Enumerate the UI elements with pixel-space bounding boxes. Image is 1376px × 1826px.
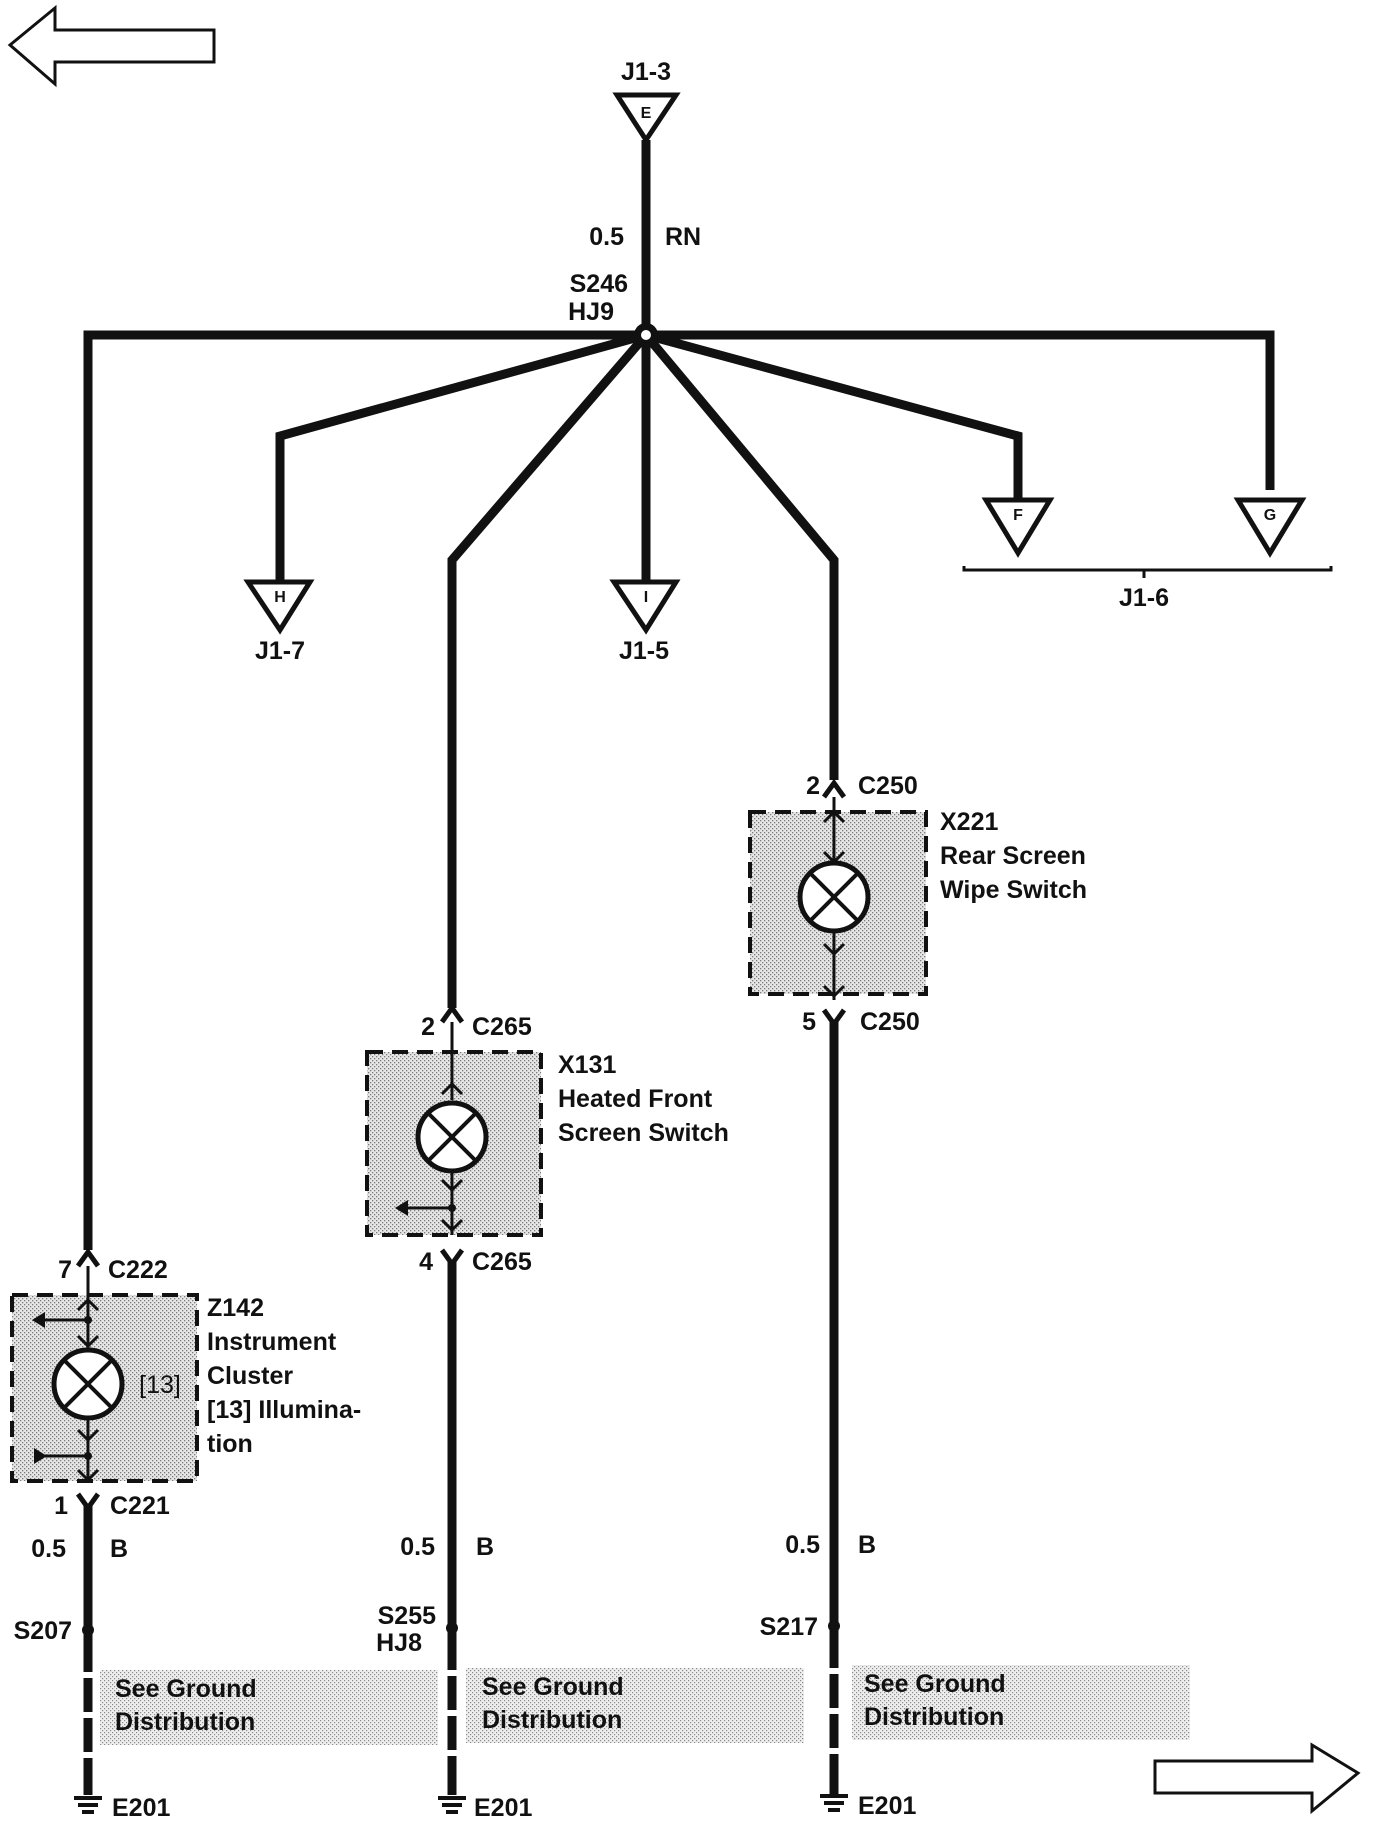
ground-note-left-bg (100, 1670, 438, 1745)
fg-bracket (962, 566, 1333, 572)
feed-connector: J1-3 E (612, 58, 681, 145)
ground-right-splice: S217 (760, 1613, 818, 1641)
feed-connector-label: J1-3 (621, 58, 671, 86)
z142-name-line4: tion (207, 1430, 253, 1458)
ground-mid-splice: S255 (378, 1602, 436, 1630)
x131-name-line1: Heated Front (558, 1085, 713, 1113)
feed-wire-size: 0.5 (589, 223, 624, 251)
z142-in-connector: C222 (108, 1256, 168, 1284)
x221-out-connector: C250 (860, 1008, 920, 1036)
forward-arrow-icon[interactable] (1153, 1742, 1361, 1815)
x221-in-connector: C250 (858, 772, 918, 800)
output-i-connector: J1-5 (619, 637, 669, 665)
z142-ref: [13] (139, 1371, 181, 1399)
output-f: F (981, 497, 1055, 558)
x221-box (748, 810, 928, 996)
ground-path-right: 0.5 B S217 See Ground Distribution E201 (760, 1531, 1006, 1820)
x131-id: X131 (558, 1051, 616, 1079)
ground-mid-ground: E201 (474, 1794, 532, 1822)
ground-mid-wire-size: 0.5 (400, 1533, 435, 1561)
output-i: I J1-5 (609, 579, 681, 665)
splice-node-icon (634, 323, 658, 347)
output-i-pin: I (644, 589, 648, 606)
ground-right-note-line2: Distribution (864, 1703, 1004, 1731)
x131-in-connector: C265 (472, 1013, 532, 1041)
ground-right-ground: E201 (858, 1792, 916, 1820)
lamp-icon (51, 1347, 125, 1421)
component-x221: 2 C250 5 C250 X221 Rear Screen Wipe Swit… (748, 772, 1087, 1036)
z142-in-terminal-icon (75, 1247, 101, 1268)
output-fg-connector: J1-6 (1119, 584, 1169, 612)
ground-path-mid: 0.5 B S255 HJ8 See Ground Distribution E… (376, 1533, 624, 1822)
x131-out-pin: 4 (419, 1248, 433, 1276)
ground-left-wire-size: 0.5 (31, 1535, 66, 1563)
z142-name-line2: Cluster (207, 1362, 293, 1390)
ground-left-splice: S207 (14, 1617, 72, 1645)
ground-icon (438, 1796, 466, 1814)
splice-node-icon (82, 1624, 94, 1636)
back-arrow-icon[interactable] (7, 4, 216, 88)
z142-in-pin: 7 (58, 1256, 72, 1284)
x221-id: X221 (940, 808, 998, 836)
splice-node-icon (446, 1622, 458, 1634)
output-g: G (1233, 497, 1307, 558)
z142-id: Z142 (207, 1294, 264, 1322)
output-g-pin: G (1264, 507, 1276, 524)
x221-in-terminal-icon (821, 778, 847, 799)
x131-name-line2: Screen Switch (558, 1119, 729, 1147)
ground-note-mid-bg (466, 1668, 804, 1743)
ground-left-note-line1: See Ground (115, 1675, 257, 1703)
feed-pin-label: E (641, 105, 652, 122)
distribution-wires (83, 330, 1275, 1250)
z142-arrow-out-icon (32, 1312, 45, 1328)
z142-out-pin: 1 (54, 1492, 68, 1520)
splice-id: S246 (570, 270, 628, 298)
ground-left-note-line2: Distribution (115, 1708, 255, 1736)
ground-right-note-line1: See Ground (864, 1670, 1006, 1698)
z142-name-line1: Instrument (207, 1328, 337, 1356)
lamp-icon (797, 860, 871, 934)
output-h-connector: J1-7 (255, 637, 305, 665)
z142-out-connector: C221 (110, 1492, 170, 1520)
x131-in-terminal-icon (439, 1003, 465, 1024)
x131-out-connector: C265 (472, 1248, 532, 1276)
ground-right-wire-color: B (858, 1531, 876, 1559)
output-h-pin: H (274, 589, 286, 606)
lamp-icon (415, 1100, 489, 1174)
ground-icon (820, 1794, 848, 1812)
splice-harness: HJ9 (568, 298, 614, 326)
ground-left-ground: E201 (112, 1794, 170, 1822)
z142-name-line3: [13] Illumina- (207, 1396, 361, 1424)
ground-path-left: 0.5 B S207 See Ground Distribution E201 (14, 1535, 257, 1822)
output-f-pin: F (1013, 507, 1023, 524)
ground-right-wire-size: 0.5 (785, 1531, 820, 1559)
ground-left-wire-color: B (110, 1535, 128, 1563)
ground-mid-note-line2: Distribution (482, 1706, 622, 1734)
z142-arrow-in-icon (34, 1448, 47, 1464)
x131-arrow-icon (395, 1200, 408, 1216)
ground-mid-wire-color: B (476, 1533, 494, 1561)
x221-out-pin: 5 (802, 1008, 816, 1036)
component-z142: 7 C222 [13] 1 C221 Z142 Instrument Clust… (10, 1247, 361, 1520)
ground-icon (74, 1796, 102, 1814)
ground-note-right-bg (852, 1665, 1190, 1740)
output-h: H J1-7 (243, 579, 315, 665)
x221-in-pin: 2 (806, 772, 820, 800)
feed-wire-color: RN (665, 223, 701, 251)
x221-name-line1: Rear Screen (940, 842, 1086, 870)
ground-mid-note-line1: See Ground (482, 1673, 624, 1701)
splice-node-icon (828, 1620, 840, 1632)
component-x131: 2 C265 4 C265 X131 Heated Front Screen S… (365, 1003, 729, 1276)
x131-in-pin: 2 (421, 1013, 435, 1041)
ground-mid-harness: HJ8 (376, 1629, 422, 1657)
x221-name-line2: Wipe Switch (940, 876, 1087, 904)
